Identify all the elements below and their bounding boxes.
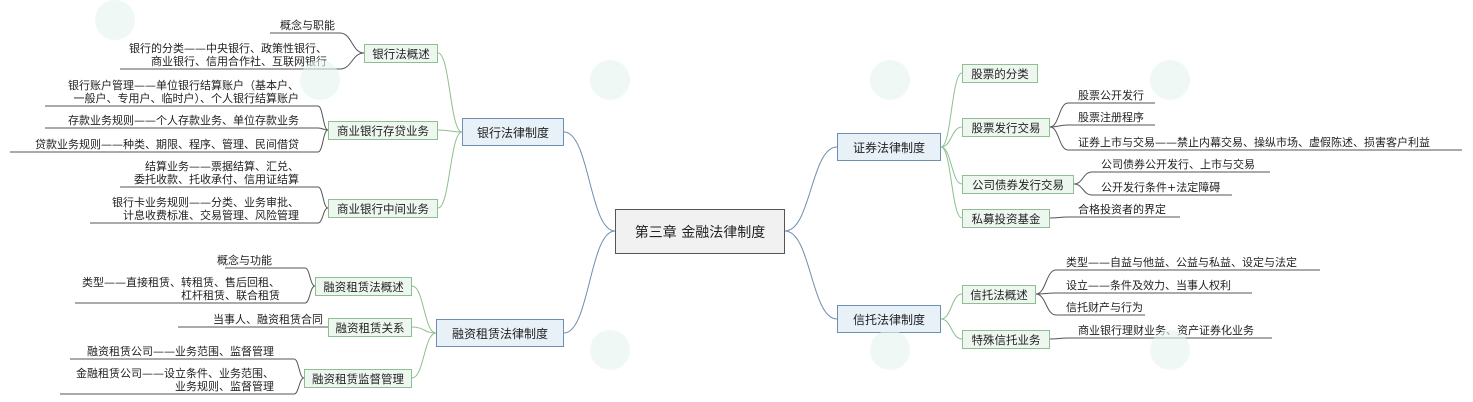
connector-line — [1035, 293, 1057, 316]
leaf-text: 结算业务——票据结算、汇兑、委托收款、托收承付、信用证结算 — [134, 160, 299, 186]
node-commercial-intermediary[interactable]: 商业银行中间业务 — [328, 199, 438, 218]
connector-line — [784, 230, 838, 320]
connector-line — [1035, 269, 1057, 295]
watermark-logo-icon — [590, 330, 630, 370]
connector-line — [339, 32, 365, 54]
connector-line — [1049, 337, 1069, 340]
node-label: 特殊信托业务 — [971, 332, 1041, 347]
connector-line — [563, 131, 616, 232]
watermark-logo-icon — [870, 60, 910, 100]
leaf-text: 当事人、融资租赁合同 — [213, 313, 323, 326]
node-label: 信托法律制度 — [852, 312, 925, 327]
node-label: 股票发行交易 — [971, 120, 1041, 135]
node-label: 股票的分类 — [971, 66, 1029, 81]
node-label: 融资租赁监督管理 — [312, 371, 404, 386]
leaf-text: 股票注册程序 — [1078, 111, 1144, 124]
connector-line — [317, 129, 329, 153]
node-label: 融资租赁关系 — [335, 320, 405, 335]
connector-line — [437, 131, 463, 209]
root-label: 第三章 金融法律制度 — [634, 224, 766, 241]
node-label: 私募投资基金 — [971, 211, 1041, 226]
connector-line — [940, 146, 963, 219]
node-bank-overview[interactable]: 银行法概述 — [364, 44, 438, 63]
node-label: 商业银行存贷业务 — [337, 123, 429, 138]
node-private-fund[interactable]: 私募投资基金 — [962, 209, 1050, 228]
leaf-text: 股票公开发行 — [1078, 89, 1144, 102]
leaf-text: 公开发行条件+法定障碍 — [1101, 181, 1221, 194]
node-label: 公司债券发行交易 — [972, 177, 1064, 192]
watermark-logo-icon — [1150, 60, 1190, 100]
leaf-text: 银行账户管理——单位银行结算账户（基本户、一般户、专用户、临时户）、个人银行结算… — [68, 79, 299, 105]
watermark-logo-icon — [870, 330, 910, 370]
node-label: 融资租赁法概述 — [323, 279, 404, 294]
node-bond-issuance[interactable]: 公司债券发行交易 — [962, 175, 1074, 194]
leaf-text: 概念与职能 — [280, 19, 335, 32]
node-commercial-deposit-loan[interactable]: 商业银行存贷业务 — [328, 121, 438, 140]
leaf-text: 融资租赁公司——业务范围、监督管理 — [87, 345, 274, 358]
connector-line — [940, 126, 963, 148]
leaf-text: 证券上市与交易——禁止内幕交易、操纵市场、虚假陈述、损害客户利益 — [1078, 136, 1430, 149]
leaf-text: 存款业务规则——个人存款业务、单位存款业务 — [68, 114, 299, 127]
connector-line — [437, 129, 463, 133]
node-leasing-overview[interactable]: 融资租赁法概述 — [315, 277, 412, 296]
node-special-trust[interactable]: 特殊信托业务 — [962, 330, 1050, 349]
leaf-text: 信托财产与行为 — [1066, 301, 1143, 314]
connector-line — [411, 332, 437, 379]
node-stock-classification[interactable]: 股票的分类 — [962, 64, 1038, 83]
connector-line — [411, 285, 437, 334]
node-label: 融资租赁法律制度 — [451, 326, 548, 341]
connector-line — [317, 105, 329, 131]
node-trust-law[interactable]: 信托法律制度 — [837, 305, 941, 333]
leaf-text: 公司债券公开发行、上市与交易 — [1101, 158, 1255, 171]
connector-line — [304, 267, 316, 287]
connector-line — [940, 293, 963, 320]
node-leasing-relation[interactable]: 融资租赁关系 — [328, 318, 412, 337]
watermark-logo-icon — [1150, 330, 1190, 370]
leaf-text: 银行卡业务规则——分类、业务审批、计息收费标准、交易管理、风险管理 — [112, 196, 299, 222]
connector-line — [784, 146, 838, 232]
watermark-logo-icon — [95, 0, 135, 40]
root-node[interactable]: 第三章 金融法律制度 — [615, 209, 785, 254]
leaf-text: 类型——直接租赁、转租赁、售后回租、杠杆租赁、联合租赁 — [82, 276, 280, 302]
connector-line — [940, 318, 963, 340]
connector-line — [293, 377, 305, 395]
leaf-text: 合格投资者的界定 — [1078, 203, 1166, 216]
connector-line — [1073, 183, 1093, 196]
watermark-logo-icon — [300, 60, 340, 100]
connector-line — [411, 326, 437, 334]
watermark-logo-icon — [590, 60, 630, 100]
connector-line — [304, 285, 316, 304]
node-leasing-supervision[interactable]: 融资租赁监督管理 — [304, 369, 412, 388]
connector-line — [1049, 216, 1069, 219]
connector-line — [1049, 126, 1069, 151]
connector-line — [293, 358, 305, 379]
connector-line — [339, 52, 365, 70]
connector-line — [940, 72, 963, 148]
node-label: 信托法概述 — [970, 287, 1028, 302]
connector-line — [1073, 171, 1093, 185]
leaf-text: 银行的分类——中央银行、政策性银行、商业银行、信用合作社、互联网银行 — [129, 42, 327, 68]
leaf-text: 贷款业务规则——种类、期限、程序、管理、民间借贷 — [35, 138, 299, 151]
connector-line — [437, 52, 463, 133]
node-stock-issuance[interactable]: 股票发行交易 — [962, 118, 1050, 137]
node-leasing-law[interactable]: 融资租赁法律制度 — [436, 319, 564, 347]
connector-line — [317, 207, 329, 224]
node-securities-law[interactable]: 证券法律制度 — [837, 133, 941, 161]
node-trust-overview[interactable]: 信托法概述 — [962, 285, 1036, 304]
connector-line — [1049, 102, 1069, 128]
leaf-text: 设立——条件及效力、当事人权利 — [1066, 279, 1231, 292]
connector-line — [317, 186, 329, 209]
leaf-text: 概念与功能 — [217, 254, 272, 267]
node-bank-law[interactable]: 银行法律制度 — [462, 118, 564, 146]
node-label: 商业银行中间业务 — [337, 201, 429, 216]
leaf-text: 类型——自益与他益、公益与私益、设定与法定 — [1066, 256, 1297, 269]
node-label: 银行法概述 — [372, 46, 430, 61]
node-label: 银行法律制度 — [476, 125, 549, 140]
connector-line — [563, 230, 616, 334]
leaf-text: 金融租赁公司——设立条件、业务范围、业务规则、监督管理 — [76, 367, 274, 393]
connector-line — [940, 146, 963, 185]
node-label: 证券法律制度 — [852, 140, 925, 155]
